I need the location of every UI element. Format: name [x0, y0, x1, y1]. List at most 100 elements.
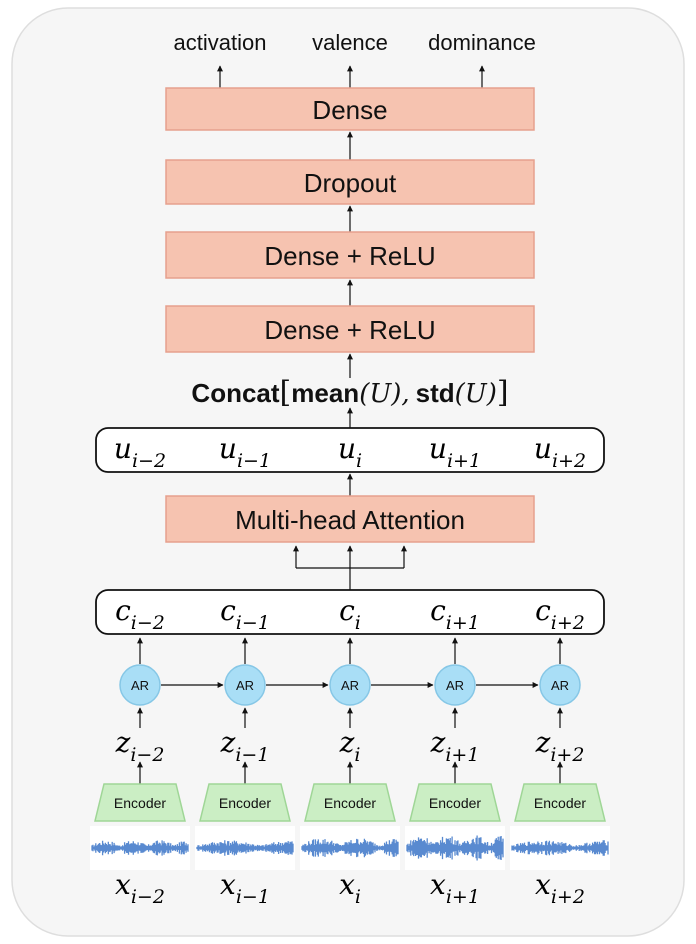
x-token-base: x	[339, 868, 355, 901]
encoder-label: Encoder	[429, 795, 481, 811]
z-token: zi+2	[535, 726, 585, 766]
u-token-sub: i+1	[447, 450, 481, 472]
encoder-label: Encoder	[324, 795, 376, 811]
u-token-base: u	[534, 432, 552, 465]
attention-layer	[165, 495, 535, 543]
u-token-sub: i−2	[132, 450, 166, 472]
x-token-base: x	[115, 868, 131, 901]
dense-relu-layer-1	[165, 305, 535, 353]
u-token: ui	[338, 432, 362, 472]
dense-relu-layer-1-label: Dense + ReLU	[264, 315, 435, 345]
c-token: ci−1	[220, 594, 270, 634]
output-valence: valence	[312, 30, 388, 55]
u-token-base: u	[338, 432, 356, 465]
x-token-sub: i−2	[131, 886, 165, 908]
ar-node	[119, 664, 161, 706]
x-token: xi−1	[220, 868, 270, 908]
z-token-sub: i+1	[445, 744, 479, 766]
encoder-block	[514, 783, 606, 822]
c-token: ci	[339, 594, 361, 634]
z-token: zi+1	[430, 726, 480, 766]
z-token-base: z	[339, 726, 355, 759]
ar-node-label: AR	[236, 678, 254, 693]
u-token-sub: i−1	[237, 450, 271, 472]
x-token-base: x	[535, 868, 551, 901]
ar-node-label: AR	[551, 678, 569, 693]
dropout-layer-label: Dropout	[304, 168, 397, 198]
u-token: ui+1	[429, 432, 481, 472]
concat-close: ]	[497, 375, 509, 410]
waveform-trace	[196, 840, 294, 856]
c-token-sub: i−2	[131, 612, 165, 634]
x-token-base: x	[220, 868, 236, 901]
dense-relu-layer-2-label: Dense + ReLU	[264, 241, 435, 271]
c-token-base: c	[339, 594, 355, 627]
concat-open: [	[280, 375, 292, 410]
x-token-base: x	[430, 868, 446, 901]
z-token-sub: i−2	[130, 744, 164, 766]
output-activation: activation	[174, 30, 267, 55]
u-token-base: u	[429, 432, 447, 465]
x-token: xi+2	[535, 868, 585, 908]
dropout-layer	[165, 159, 535, 205]
z-token-sub: i+2	[550, 744, 584, 766]
c-token-sub: i+2	[551, 612, 585, 634]
dense-layer	[165, 87, 535, 131]
waveform-trace	[511, 840, 609, 856]
z-token-sub: i−1	[235, 744, 269, 766]
u-token: ui−2	[114, 432, 166, 472]
x-token-sub: i+2	[551, 886, 585, 908]
u-token-sub: i+2	[552, 450, 586, 472]
c-token: ci+2	[535, 594, 585, 634]
u-token-sub: i	[356, 450, 362, 472]
z-token: zi−2	[115, 726, 165, 766]
u-token: ui−1	[219, 432, 271, 472]
u-token: ui+2	[534, 432, 586, 472]
x-token: xi	[339, 868, 361, 908]
encoder-block	[199, 783, 291, 822]
frame-columns: ARzi−2Encoderxi−2ARzi−1Encoderxi−1ARziEn…	[90, 637, 610, 908]
z-token-base: z	[430, 726, 446, 759]
concat-formula: Concat[mean(U),std(U)]	[191, 375, 508, 410]
c-token-base: c	[115, 594, 131, 627]
waveform-trace	[91, 840, 189, 856]
encoder-block	[409, 783, 501, 822]
dense-layer-label: Dense	[312, 95, 387, 125]
encoder-block	[94, 783, 186, 822]
u-token-base: u	[219, 432, 237, 465]
ar-node	[434, 664, 476, 706]
output-dominance: dominance	[428, 30, 536, 55]
concat-std-arg: (U)	[455, 379, 497, 409]
c-token-sub: i	[355, 612, 361, 634]
ar-node	[224, 664, 266, 706]
dense-relu-layer-2	[165, 231, 535, 279]
c-token-sub: i−1	[236, 612, 270, 634]
u-sequence-box	[95, 427, 605, 473]
concat-mean: mean	[291, 378, 359, 408]
x-token-sub: i	[355, 886, 361, 908]
z-token: zi	[339, 726, 361, 766]
encoder-block	[304, 783, 396, 822]
concat-fn: Concat	[191, 378, 279, 408]
x-token-sub: i+1	[446, 886, 480, 908]
c-token-base: c	[220, 594, 236, 627]
c-token: ci+1	[430, 594, 480, 634]
c-token: ci−2	[115, 594, 165, 634]
z-token-base: z	[535, 726, 551, 759]
c-sequence-box	[95, 589, 605, 635]
z-token-base: z	[115, 726, 131, 759]
x-token-sub: i−1	[236, 886, 270, 908]
concat-std: std	[416, 378, 455, 408]
z-token-base: z	[220, 726, 236, 759]
concat-mean-arg: (U),	[359, 379, 409, 409]
ar-node-label: AR	[341, 678, 359, 693]
c-token-sub: i+1	[446, 612, 480, 634]
z-token-sub: i	[354, 744, 360, 766]
